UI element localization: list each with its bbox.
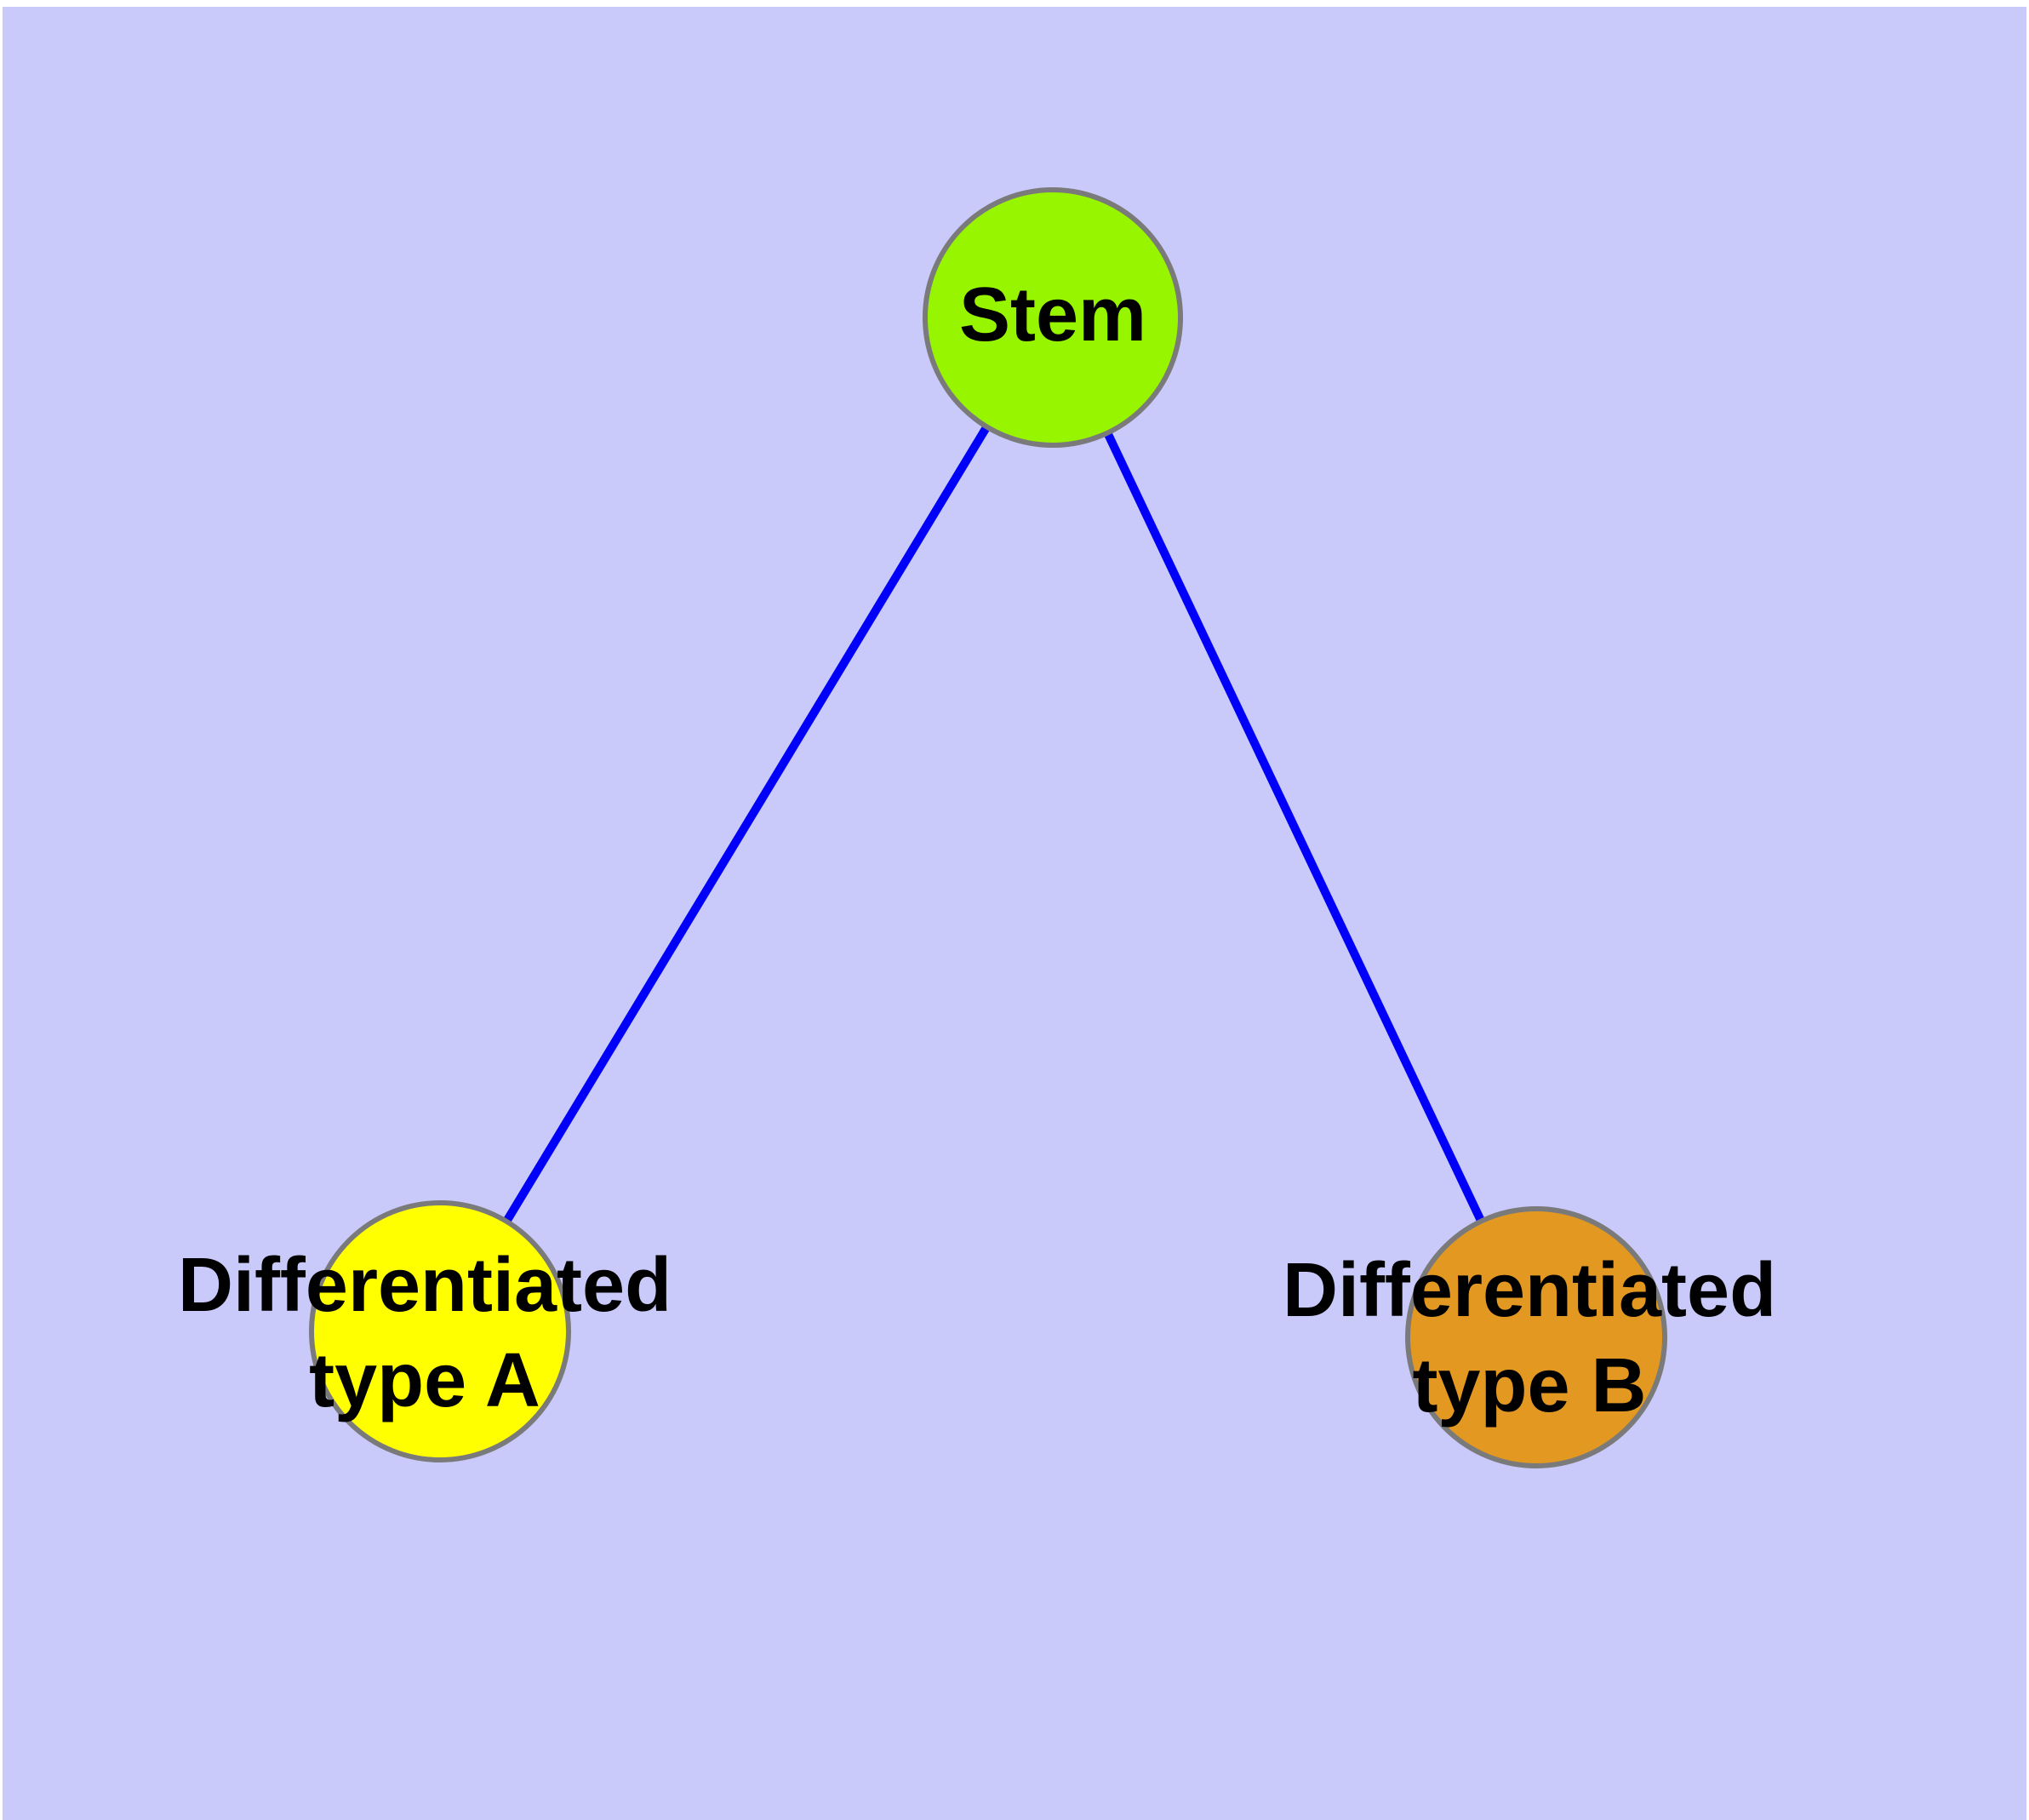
- node-label-stem: Stem: [958, 272, 1147, 358]
- node-label-type-a: Differentiated type A: [177, 1243, 672, 1423]
- node-stem: [923, 187, 1183, 448]
- edge-stem-to-type-b: [1049, 315, 1540, 1340]
- node-type-b: [1405, 1206, 1667, 1468]
- edge-stem-to-type-a: [436, 315, 1057, 1334]
- node-type-a: [309, 1200, 571, 1462]
- node-label-type-b: Differentiated type B: [1282, 1248, 1777, 1428]
